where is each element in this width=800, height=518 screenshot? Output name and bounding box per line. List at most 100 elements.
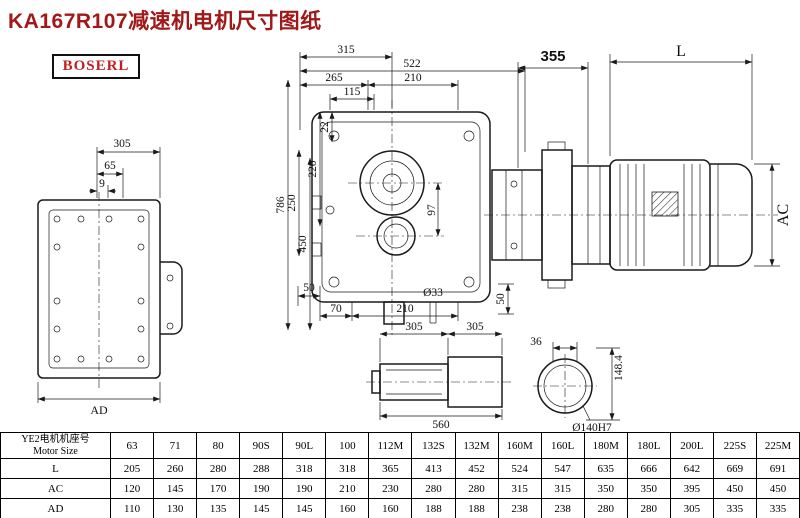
motor-body [609, 159, 711, 271]
dimension-value-cell: 188 [454, 498, 499, 518]
dimension-value-cell: 452 [454, 458, 499, 479]
dim-140H7: Ø140H7 [572, 422, 612, 432]
dimension-value-cell: 280 [411, 478, 456, 499]
motor-assembly [484, 141, 778, 289]
brand-logo: BOSERL [52, 54, 140, 79]
motor-size-column-header: 180L [626, 432, 671, 459]
dimension-value-cell: 120 [109, 478, 155, 499]
dim-560: 560 [432, 419, 450, 431]
front-view-dimensions: 315 522 265 210 115 786 450 250 220 22 9… [275, 44, 526, 331]
gearbox-front-view [311, 100, 491, 336]
motor-size-column-header: 90S [239, 432, 284, 459]
dim-305-front: 305 [405, 321, 423, 333]
motor-size-column-header: 90L [282, 432, 327, 459]
dimension-value-cell: 205 [109, 458, 155, 479]
dimension-value-cell: 190 [239, 478, 284, 499]
dimension-value-cell: 350 [626, 478, 671, 499]
dim-148-4: 148.4 [613, 355, 625, 381]
motor-size-label-en: Motor Size [33, 445, 78, 457]
dimension-value-cell: 280 [583, 498, 628, 518]
dim-L: L [676, 43, 686, 60]
dimension-value-cell: 280 [454, 478, 499, 499]
gearbox-side-view [37, 192, 183, 388]
gearbox-body [311, 111, 491, 303]
dimension-value-cell: 450 [755, 478, 800, 499]
dim-9: 9 [99, 178, 105, 190]
dim-355: 355 [540, 48, 565, 65]
dimension-value-cell: 395 [669, 478, 714, 499]
fan-cowl [710, 163, 753, 267]
dim-22: 22 [319, 121, 331, 133]
dimension-value-cell: 669 [712, 458, 757, 479]
motor-size-column-header: 225M [755, 432, 800, 459]
dimension-value-cell: 288 [239, 458, 284, 479]
dim-33-diameter: Ø33 [423, 287, 443, 299]
dim-305-rear: 305 [466, 321, 484, 333]
dim-115: 115 [344, 86, 361, 98]
motor-size-column-header: 71 [153, 432, 198, 459]
dimension-value-cell: 210 [325, 478, 370, 499]
dimension-value-cell: 315 [540, 478, 585, 499]
hub-section [447, 356, 503, 408]
motor-size-column-header: 112M [368, 432, 413, 459]
dimension-value-cell: 635 [583, 458, 628, 479]
dim-220: 220 [307, 160, 319, 178]
row-label: L [0, 458, 111, 479]
motor-size-column-header: 200L [669, 432, 714, 459]
dimension-value-cell: 170 [196, 478, 241, 499]
dim-36: 36 [530, 336, 542, 348]
dim-265: 265 [325, 72, 343, 84]
dimension-value-cell: 666 [626, 458, 671, 479]
motor-size-column-header: 180M [583, 432, 628, 459]
dimension-value-cell: 145 [282, 498, 327, 518]
dim-210-top: 210 [404, 72, 422, 84]
motor-size-column-header: 100 [325, 432, 370, 459]
dimension-value-cell: 145 [153, 478, 198, 499]
dimension-value-cell: 160 [368, 498, 413, 518]
dimension-value-cell: 145 [239, 498, 284, 518]
dimension-value-cell: 335 [712, 498, 757, 518]
dim-315: 315 [337, 44, 355, 56]
dimension-value-cell: 260 [153, 458, 198, 479]
dimension-value-cell: 365 [368, 458, 413, 479]
motor-size-column-header: 160L [540, 432, 585, 459]
motor-size-column-header: 160M [497, 432, 542, 459]
technical-drawing: 305 65 9 AD [37, 43, 792, 432]
dim-65: 65 [104, 160, 116, 172]
dimension-value-cell: 318 [325, 458, 370, 479]
motor-size-column-header: 132S [411, 432, 456, 459]
output-shaft-stub [383, 301, 405, 325]
output-shaft-detail: 305 305 560 [366, 321, 514, 431]
dim-50-left: 50 [303, 282, 315, 294]
side-view-dimensions: 305 65 9 AD [37, 138, 161, 417]
dim-305-side: 305 [113, 138, 131, 150]
motor-size-column-header: 225S [712, 432, 757, 459]
dimension-value-cell: 188 [411, 498, 456, 518]
dimension-value-cell: 547 [540, 458, 585, 479]
dim-522: 522 [403, 58, 421, 70]
dimension-value-cell: 238 [497, 498, 542, 518]
motor-size-label-cn: YE2电机机座号 [21, 433, 90, 445]
dimension-value-cell: 238 [540, 498, 585, 518]
motor-size-column-header: 80 [196, 432, 241, 459]
dimension-value-cell: 135 [196, 498, 241, 518]
dimension-value-cell: 350 [583, 478, 628, 499]
side-view-boss [160, 261, 183, 335]
dimension-value-cell: 450 [712, 478, 757, 499]
dimension-value-cell: 642 [669, 458, 714, 479]
row-label: AC [0, 478, 111, 499]
motor-size-column-header: 132M [454, 432, 499, 459]
dimension-value-cell: 280 [626, 498, 671, 518]
motor-key-detail [651, 191, 679, 217]
page-title: KA167R107减速机电机尺寸图纸 [8, 10, 322, 33]
dimension-value-cell: 230 [368, 478, 413, 499]
dimension-value-cell: 335 [755, 498, 800, 518]
dim-97: 97 [426, 204, 438, 216]
dim-AC: AC [775, 204, 792, 226]
